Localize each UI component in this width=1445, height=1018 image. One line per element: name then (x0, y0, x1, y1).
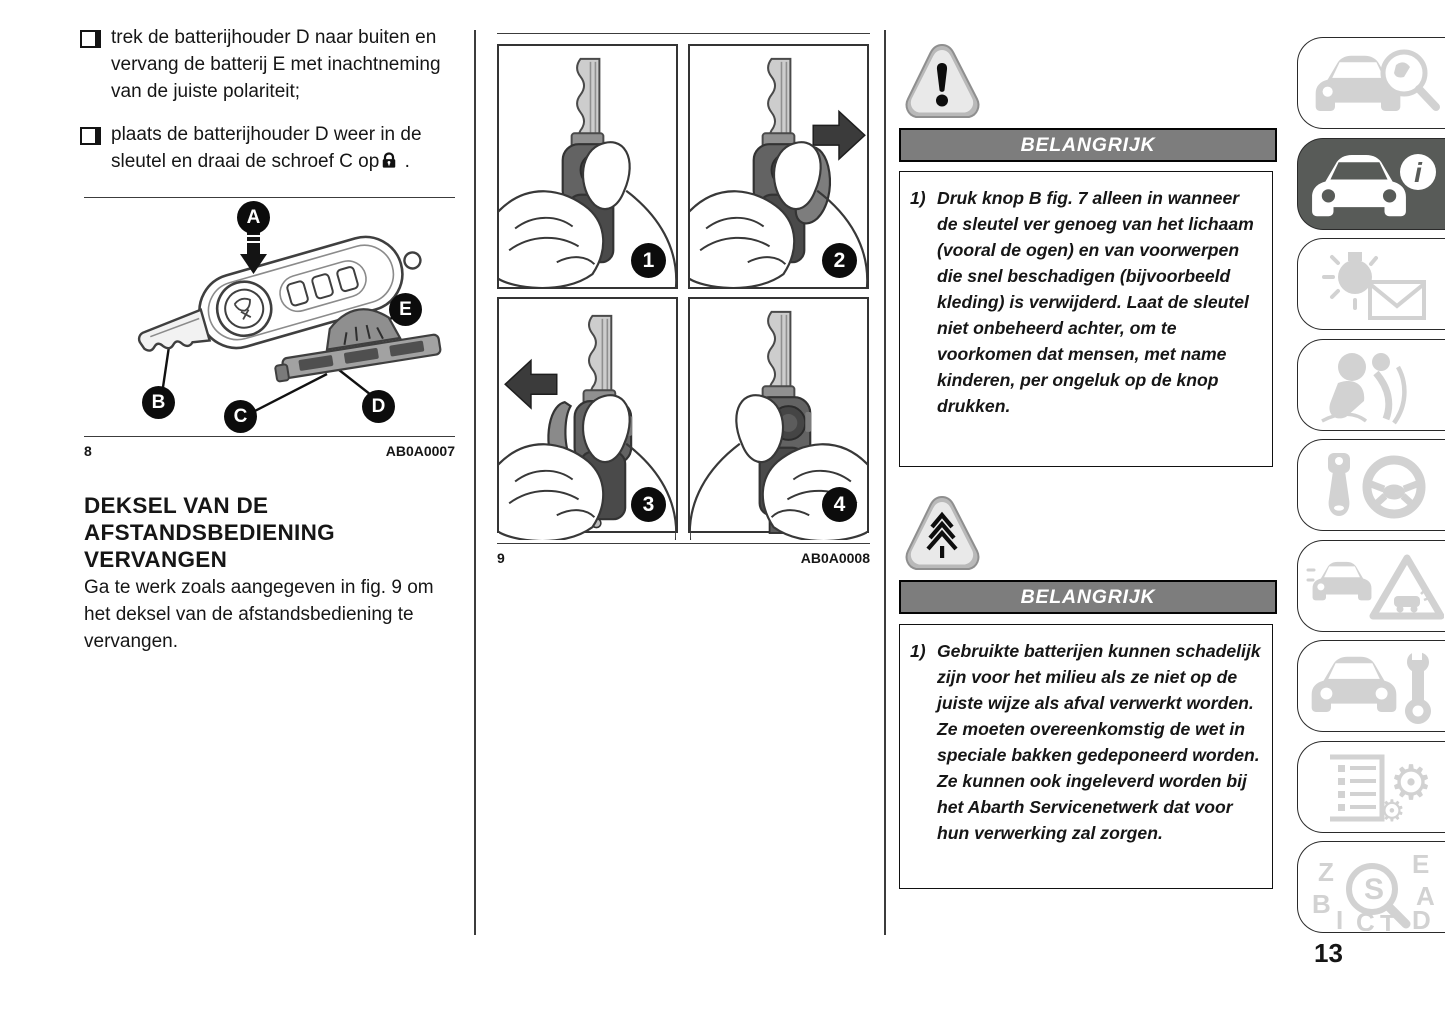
bullet-text: trek de batterijhouder D naar buiten en … (111, 27, 441, 102)
step-panel-4: 4 (688, 297, 870, 545)
svg-text:S: S (1364, 873, 1384, 906)
tab-warning-lamp-envelope[interactable] (1297, 238, 1445, 330)
tab-key-steering-wheel[interactable] (1297, 439, 1445, 531)
step-panel-3: 3 (496, 297, 678, 545)
list-item: plaats de batterijhouder D weer in de sl… (80, 121, 464, 177)
column-divider (884, 30, 886, 935)
belangrijk-label: BELANGRIJK (1020, 133, 1156, 156)
figure-8-illustration: A B C D E (84, 198, 455, 436)
tab-airbag-safety[interactable] (1297, 338, 1445, 431)
warning-text-box: 1) Druk knop B fig. 7 alleen in wanneer … (899, 171, 1273, 467)
tab-car-wrench[interactable] (1297, 640, 1445, 732)
step-panel-2: 2 (687, 44, 869, 292)
svg-text:i: i (1414, 157, 1423, 188)
press-arrow (240, 230, 267, 274)
callout-c: C (224, 400, 257, 433)
svg-text:B: B (1312, 889, 1331, 919)
figure-bottom-rule (497, 543, 870, 544)
figure-top-rule (497, 33, 870, 34)
bullet-list: trek de batterijhouder D naar buiten en … (80, 24, 464, 193)
square-bullet-icon (80, 127, 101, 145)
alphabet-magnifier-icon: Z E B A I C T D S (1312, 849, 1435, 931)
callout-b: B (142, 386, 175, 419)
svg-text:Z: Z (1318, 857, 1334, 887)
section-tab-rail: i (1297, 37, 1445, 942)
flip-key-diagram (137, 230, 442, 416)
svg-text:⚙: ⚙ (1379, 795, 1406, 827)
figure-number: 9 (497, 550, 505, 566)
figure-8: A B C D E 8 AB0A0007 (84, 197, 455, 459)
page-number: 13 (1314, 938, 1343, 968)
svg-text:⚙: ⚙ (1389, 757, 1432, 810)
figure-code: AB0A0007 (385, 443, 455, 459)
car-magnifier-icon (1315, 49, 1440, 111)
tab-car-magnifier[interactable] (1297, 37, 1445, 129)
svg-text:A: A (1416, 881, 1435, 911)
bullet-text: plaats de batterijhouder D weer in de sl… (111, 121, 464, 177)
svg-text:D: D (1412, 905, 1431, 931)
environment-pine-triangle-icon (903, 494, 981, 581)
figure-9: 1 2 3 (496, 33, 870, 566)
step-number-badge: 3 (631, 487, 666, 522)
callout-a: A (237, 201, 270, 234)
tab-list-gears[interactable]: ⚙ ⚙ (1297, 740, 1445, 833)
warnings-column: BELANGRIJK 1) Druk knop B fig. 7 alleen … (899, 0, 1277, 935)
step-number-badge: 1 (631, 243, 666, 278)
tab-alphabet-index[interactable]: Z E B A I C T D S (1297, 841, 1445, 933)
section-heading: DEKSEL VAN DE AFSTANDSBEDIENING VERVANGE… (84, 493, 335, 572)
warning-item-number: 1) (910, 188, 926, 208)
lock-closed-icon (382, 150, 396, 177)
step-number-badge: 4 (822, 487, 857, 522)
list-gears-icon: ⚙ ⚙ (1330, 754, 1433, 827)
car-warning-triangle-icon (1306, 554, 1444, 619)
belangrijk-header-bar: BELANGRIJK (899, 580, 1277, 614)
key-steering-wheel-icon (1328, 453, 1426, 519)
step-number-badge: 2 (822, 243, 857, 278)
square-bullet-icon (80, 30, 101, 48)
figure-bottom-rule (84, 436, 455, 437)
figure-9-grid: 1 2 3 (496, 44, 870, 545)
warning-item-number: 1) (910, 641, 926, 661)
figure-number: 8 (84, 443, 92, 459)
column-divider (474, 30, 476, 935)
callout-e: E (389, 293, 422, 326)
warning-item-text: Druk knop B fig. 7 alleen in wanneer de … (937, 188, 1254, 416)
warning-lamp-envelope-icon (1322, 252, 1426, 320)
belangrijk-label: BELANGRIJK (1020, 585, 1156, 608)
airbag-safety-icon (1321, 352, 1407, 424)
car-info-icon: i (1312, 153, 1436, 216)
warning-item-text: Gebruikte batterijen kunnen schadelijk z… (937, 641, 1261, 843)
svg-text:I: I (1336, 905, 1343, 931)
tab-car-warning-triangle[interactable] (1297, 539, 1445, 632)
belangrijk-header-bar: BELANGRIJK (899, 128, 1277, 162)
warning-text-box: 1) Gebruikte batterijen kunnen schadelij… (899, 624, 1273, 889)
svg-text:E: E (1412, 849, 1429, 879)
car-wrench-icon (1311, 648, 1431, 724)
callout-d: D (362, 390, 395, 423)
tab-car-info-active[interactable]: i (1297, 137, 1445, 230)
step-panel-1: 1 (496, 44, 678, 292)
warning-triangle-icon (903, 42, 981, 129)
section-paragraph: Ga te werk zoals aangegeven in fig. 9 om… (84, 577, 434, 652)
figure-top-rule (84, 197, 455, 198)
figure-code: AB0A0008 (800, 550, 870, 566)
list-item: trek de batterijhouder D naar buiten en … (80, 24, 464, 105)
